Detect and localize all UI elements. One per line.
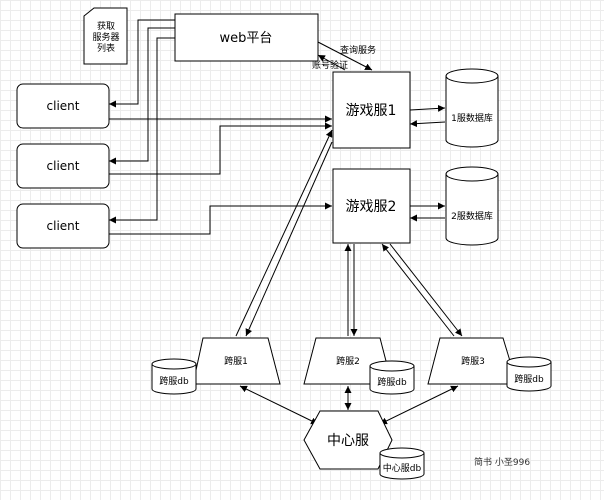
cross-db-1-label: 跨服db — [159, 376, 189, 387]
edge-client2-game1 — [109, 122, 332, 175]
client-label-1: client — [47, 99, 80, 113]
edge-game1-cross1-a — [235, 129, 333, 337]
center-server-label: 中心服 — [327, 433, 369, 449]
db2-cylinder: 2服数据库 — [445, 166, 499, 246]
center-db-cylinder: 中心服db — [379, 447, 425, 480]
cross-db-1-cylinder: 跨服db — [151, 358, 197, 395]
edge-web-game1-a — [317, 41, 373, 71]
client-node-3: client — [16, 203, 110, 249]
edge-cross3-center — [379, 385, 459, 425]
edge-game1-db1 — [409, 104, 446, 112]
web-platform-label: web平台 — [220, 31, 273, 46]
edge-web-game1-b — [317, 54, 346, 71]
edge-label-account-verify: 账号验证 — [312, 59, 348, 71]
db2-label: 2服数据库 — [451, 210, 493, 222]
web-platform-node: web平台 — [174, 13, 319, 62]
client-node-1: client — [16, 83, 110, 129]
edges — [109, 19, 463, 425]
watermark: 简书 小圣996 — [474, 456, 530, 468]
doc-line-2: 服务器 — [92, 31, 119, 43]
client-label-3: client — [47, 219, 80, 233]
game-server-2-node: 游戏服2 — [332, 168, 411, 244]
edge-game2-cross3-b — [389, 243, 463, 337]
edge-game1-cross1-b — [245, 141, 333, 337]
edge-client3-game2 — [109, 202, 332, 235]
server-list-doc: 获取 服务器 列表 — [83, 7, 128, 65]
cross-db-3-cylinder: 跨服db — [506, 356, 552, 392]
cross-server-1-label: 跨服1 — [224, 356, 248, 367]
game-server-1-label: 游戏服1 — [346, 103, 397, 119]
game-server-1-node: 游戏服1 — [332, 71, 411, 149]
client-label-2: client — [47, 159, 80, 173]
db1-label: 1服数据库 — [451, 112, 493, 124]
edge-db1-game1 — [409, 120, 446, 128]
client-node-2: client — [16, 143, 110, 189]
edge-web-client2 — [109, 27, 175, 165]
edge-web-client1 — [109, 19, 175, 108]
db1-cylinder: 1服数据库 — [445, 68, 499, 148]
cross-server-2-label: 跨服2 — [336, 356, 360, 367]
doc-line-3: 列表 — [97, 42, 115, 54]
cross-server-3-label: 跨服3 — [461, 356, 485, 367]
game-server-2-label: 游戏服2 — [346, 199, 397, 215]
center-db-label: 中心服db — [383, 462, 422, 474]
center-server-node: 中心服 — [303, 410, 393, 470]
edge-label-query-service: 查询服务 — [340, 44, 376, 56]
cross-db-2-cylinder: 跨服db — [369, 360, 415, 395]
cross-server-3-node: 跨服3 — [427, 337, 518, 385]
cross-db-3-label: 跨服db — [514, 374, 544, 385]
edge-cross1-center — [239, 385, 319, 425]
cross-server-1-node: 跨服1 — [192, 337, 281, 385]
edge-web-client3 — [109, 37, 175, 224]
cross-db-2-label: 跨服db — [377, 377, 407, 388]
doc-line-1: 获取 — [97, 21, 115, 32]
edge-game2-cross3-a — [381, 243, 455, 337]
